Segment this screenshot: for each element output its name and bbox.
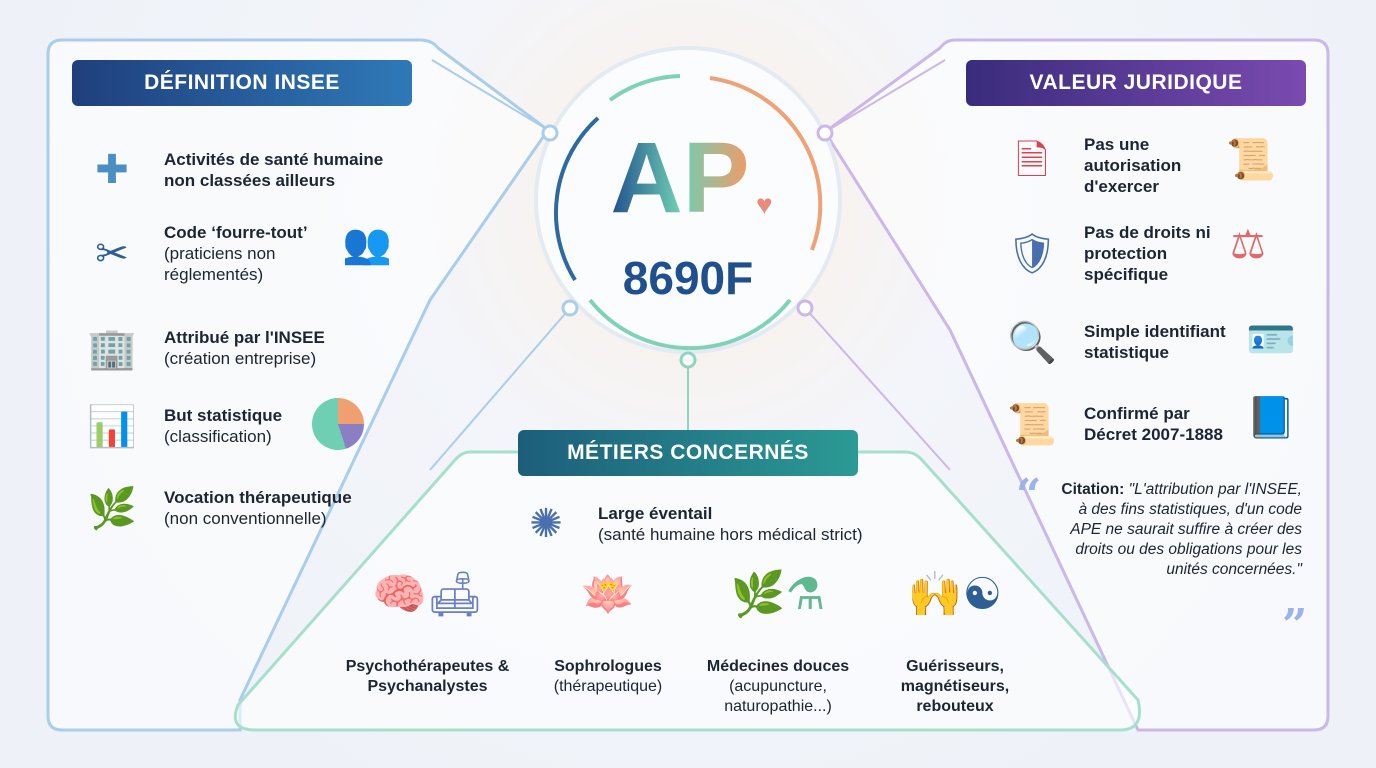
scroll-seal-icon: 📜 bbox=[1007, 402, 1057, 447]
herbs-mortar-icon: 🌿⚗ bbox=[730, 570, 826, 619]
intro-title: Large éventail bbox=[598, 504, 713, 523]
job-title: Médecines douces bbox=[706, 658, 850, 675]
citation-text: "L'attribution par l'INSEE, à des fins s… bbox=[1070, 481, 1302, 578]
code-label: 8690F bbox=[623, 252, 753, 304]
definition-item: 🏢 Attribué par l'INSEE (création entrepris… bbox=[76, 318, 376, 378]
lotus-icon: 🪷 bbox=[580, 570, 636, 619]
network-mandala-icon: ✺ bbox=[529, 502, 563, 546]
legal-item: 🔍 Simple identifiant statistique bbox=[996, 312, 1240, 372]
item-title: Attribué par l'INSEE bbox=[164, 328, 325, 347]
heart-pulse-icon: ♥ bbox=[756, 189, 773, 220]
bar-chart-icon: 📊 bbox=[87, 404, 137, 449]
close-quote-icon: ” bbox=[1282, 600, 1308, 651]
definition-item: 🌿 Vocation thérapeutique (non conventionne… bbox=[76, 478, 376, 538]
law-book-icon: 📘 bbox=[1246, 396, 1296, 440]
item-title: Code ‘fourre-tout’ bbox=[164, 223, 308, 242]
definition-item: ✚ Activités de santé humaine non classées… bbox=[76, 140, 416, 200]
item-text: Activités de santé humaine non classées … bbox=[164, 150, 384, 190]
legal-header: VALEUR JURIDIQUE bbox=[1029, 71, 1243, 94]
building-document-icon: 🏢 bbox=[87, 326, 137, 371]
document-x-icon: 🗎 bbox=[1015, 138, 1049, 183]
broken-shield-icon: 🛡 bbox=[1006, 232, 1058, 276]
item-note: (création entreprise) bbox=[164, 349, 317, 368]
id-card-icon: 🪪 bbox=[1246, 318, 1296, 362]
crossed-scales-icon: ⚖ bbox=[1230, 223, 1266, 267]
hands-yinyang-icon: 🙌☯ bbox=[907, 570, 1003, 619]
job-healers: 🙌☯ Guérisseurs, magnétiseurs, rebouteux bbox=[872, 570, 1038, 717]
item-note: (non conventionnelle) bbox=[164, 509, 327, 528]
definition-item: 📊 But statistique (classification) bbox=[76, 396, 308, 456]
item-text: Simple identifiant statistique bbox=[1084, 322, 1226, 362]
intro-note: (santé humaine hors médical strict) bbox=[598, 525, 863, 544]
item-text: Pas une autorisation d'exercer bbox=[1084, 135, 1182, 196]
item-note: (classification) bbox=[164, 427, 272, 446]
hands-leaf-icon: 🌿 bbox=[87, 486, 137, 531]
medical-cross-person-icon: ✚ bbox=[95, 148, 129, 192]
jobs-intro: ✺ Large éventail (santé humaine hors médic… bbox=[510, 494, 890, 554]
item-text: Confirmé par Décret 2007-1888 bbox=[1084, 404, 1223, 444]
jobs-header: MÉTIERS CONCERNÉS bbox=[567, 441, 809, 464]
legal-item: 📜 Confirmé par Décret 2007-1888 bbox=[996, 394, 1242, 454]
citation-label: Citation: bbox=[1061, 481, 1125, 498]
job-soft-medicine: 🌿⚗ Médecines douces (acupuncture, naturopa… bbox=[692, 570, 864, 717]
legal-item: 🗎 Pas une autorisation d'exercer bbox=[996, 134, 1222, 197]
definition-item: ✂ Code ‘fourre-tout’ (praticiens non régle… bbox=[76, 222, 336, 285]
job-note: (acupuncture, naturopathie...) bbox=[724, 678, 832, 715]
logo-letters: AP bbox=[611, 122, 750, 234]
job-sophrologists: 🪷 Sophrologues (thérapeutique) bbox=[532, 570, 684, 697]
multi-tool-icon: ✂ bbox=[95, 231, 129, 276]
job-title: Sophrologues bbox=[554, 658, 662, 675]
item-title: But statistique bbox=[164, 406, 283, 425]
item-text: Pas de droits ni protection spécifique bbox=[1084, 223, 1211, 284]
citation: Citation: "L'attribution par l'INSEE, à … bbox=[1052, 480, 1302, 580]
job-title: Guérisseurs, magnétiseurs, rebouteux bbox=[900, 658, 1010, 715]
item-note: (praticiens non réglementés) bbox=[164, 244, 276, 284]
job-psychotherapists: 🧠🛋 Psychothérapeutes & Psychanalystes bbox=[330, 570, 525, 697]
job-note: (thérapeutique) bbox=[553, 678, 663, 695]
legal-item: 🛡 Pas de droits ni protection spécifique bbox=[996, 222, 1224, 285]
brain-couch-icon: 🧠🛋 bbox=[372, 570, 483, 619]
people-group-icon: 👥 bbox=[342, 222, 392, 266]
magnifier-grid-icon: 🔍 bbox=[1007, 320, 1057, 365]
open-quote-icon: “ bbox=[1016, 470, 1042, 521]
job-title: Psychothérapeutes & Psychanalystes bbox=[345, 658, 510, 695]
certificate-icon: 📜 bbox=[1226, 138, 1276, 182]
pie-chart-icon bbox=[312, 398, 364, 450]
definition-header: DÉFINITION INSEE bbox=[144, 71, 340, 94]
item-title: Vocation thérapeutique bbox=[164, 488, 352, 507]
